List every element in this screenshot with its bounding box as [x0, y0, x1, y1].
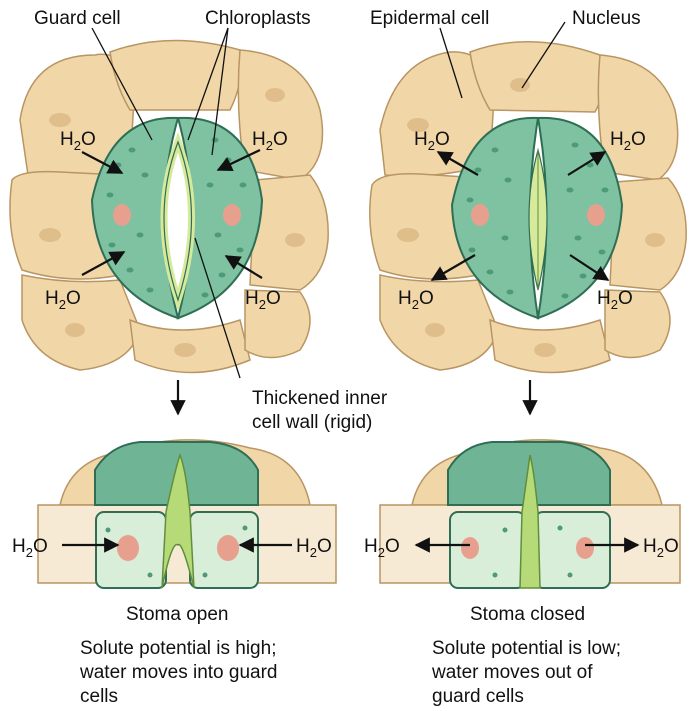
label-guard-cell: Guard cell [34, 8, 121, 29]
caption-open-line3: cells [80, 686, 118, 707]
label-nucleus: Nucleus [572, 8, 641, 29]
label-epidermal-cell: Epidermal cell [370, 8, 489, 29]
closed-stoma-surface-view [370, 22, 686, 373]
caption-closed-line3: guard cells [432, 686, 524, 707]
caption-closed-line1: Solute potential is low; [432, 638, 621, 659]
open-stoma-surface-view [10, 28, 328, 378]
captions: Stoma open Solute potential is high; wat… [79, 604, 621, 707]
caption-open-line2: water moves into guard [79, 662, 278, 683]
label-thickened-line1: Thickened inner [252, 388, 388, 409]
caption-closed-line2: water moves out of [431, 662, 593, 683]
closed-stoma-section-view [380, 440, 680, 588]
caption-open-title: Stoma open [126, 604, 228, 625]
open-stoma-section-view [38, 440, 336, 588]
caption-closed-title: Stoma closed [470, 604, 585, 625]
label-thickened-line2: cell wall (rigid) [252, 412, 372, 433]
label-chloroplasts: Chloroplasts [205, 8, 311, 29]
caption-open-line1: Solute potential is high; [80, 638, 276, 659]
water-label-section-open-left: H2O [12, 536, 48, 560]
